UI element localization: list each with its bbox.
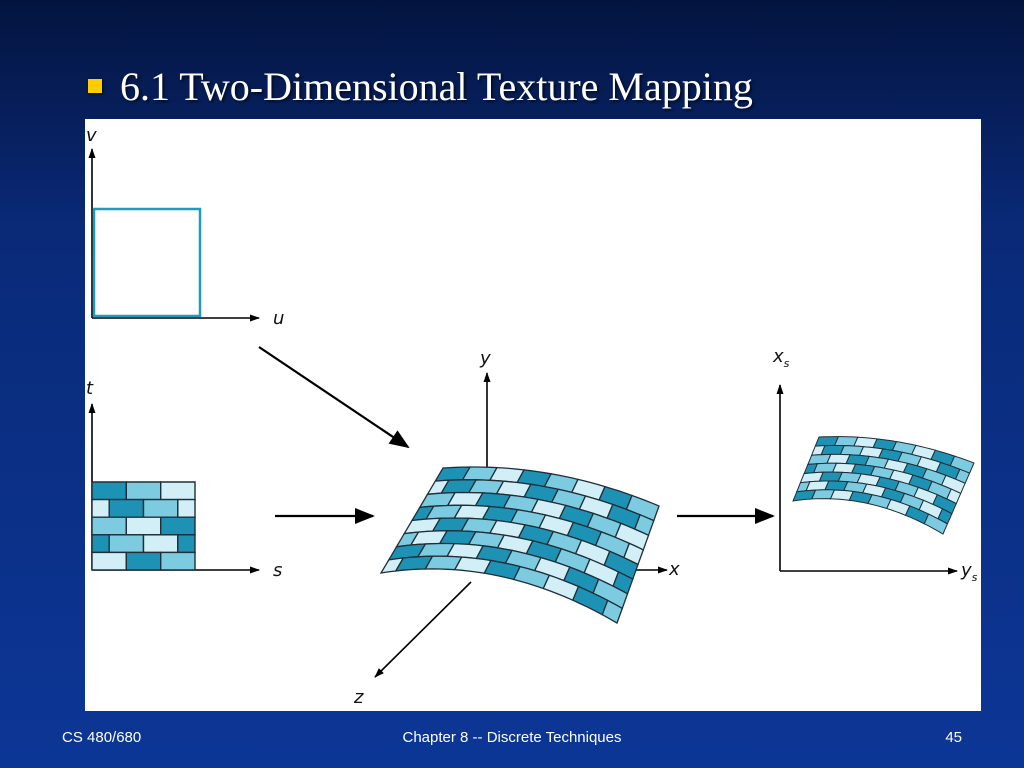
texture-brick [177,534,196,554]
diagram-panel: v u t s y x z xs [85,119,981,711]
footer-chapter: Chapter 8 -- Discrete Techniques [402,729,622,746]
z-axis-label: z [353,687,364,708]
texture-brick [177,498,196,518]
texture-brick [159,551,196,571]
xs-axis-label-main: x [772,346,784,367]
texture-space: t s [86,378,282,581]
ys-axis-label-main: y [960,560,972,581]
texture-mapping-diagram: v u t s y x z xs [86,125,978,708]
footer-course: CS 480/680 [62,729,142,746]
texture-brick [159,516,196,536]
screen-space: xs ys [772,346,978,584]
object-space: y x z [353,348,680,708]
ys-axis-label-sub: s [972,571,978,584]
texture-brick [91,534,110,554]
x-axis-label: x [668,559,680,580]
brick-texture [91,481,196,571]
xs-axis-label: xs [772,346,790,370]
texture-brick [108,498,145,518]
u-axis-label: u [273,308,284,329]
s-axis-label: s [273,560,282,581]
xs-axis-label-sub: s [784,357,790,370]
bullet-square-icon [88,79,102,93]
projected-surface [792,436,975,535]
texture-brick [91,516,127,536]
ys-axis-label: ys [960,560,978,584]
texture-brick [91,498,110,518]
texture-brick [91,481,127,501]
surface-brick [923,513,949,535]
texture-brick [91,551,127,571]
texture-brick [125,516,162,536]
surface-brick [601,599,624,624]
mapping-arrow-diagonal [258,346,410,449]
texture-brick [125,481,162,501]
footer-page-number: 45 [945,729,962,746]
v-axis-label: v [86,125,97,146]
slide-title-row: 6.1 Two-Dimensional Texture Mapping [88,58,753,114]
param-space: v u [86,125,284,329]
param-square [92,207,202,318]
textured-surface [379,466,660,624]
t-axis-label: t [86,378,94,399]
texture-brick [125,551,162,571]
slide-title: 6.1 Two-Dimensional Texture Mapping [120,63,753,109]
z-axis [374,581,472,678]
texture-brick [142,534,179,554]
texture-brick [159,481,196,501]
texture-brick [108,534,145,554]
texture-brick [142,498,179,518]
y-axis-label: y [479,348,491,369]
